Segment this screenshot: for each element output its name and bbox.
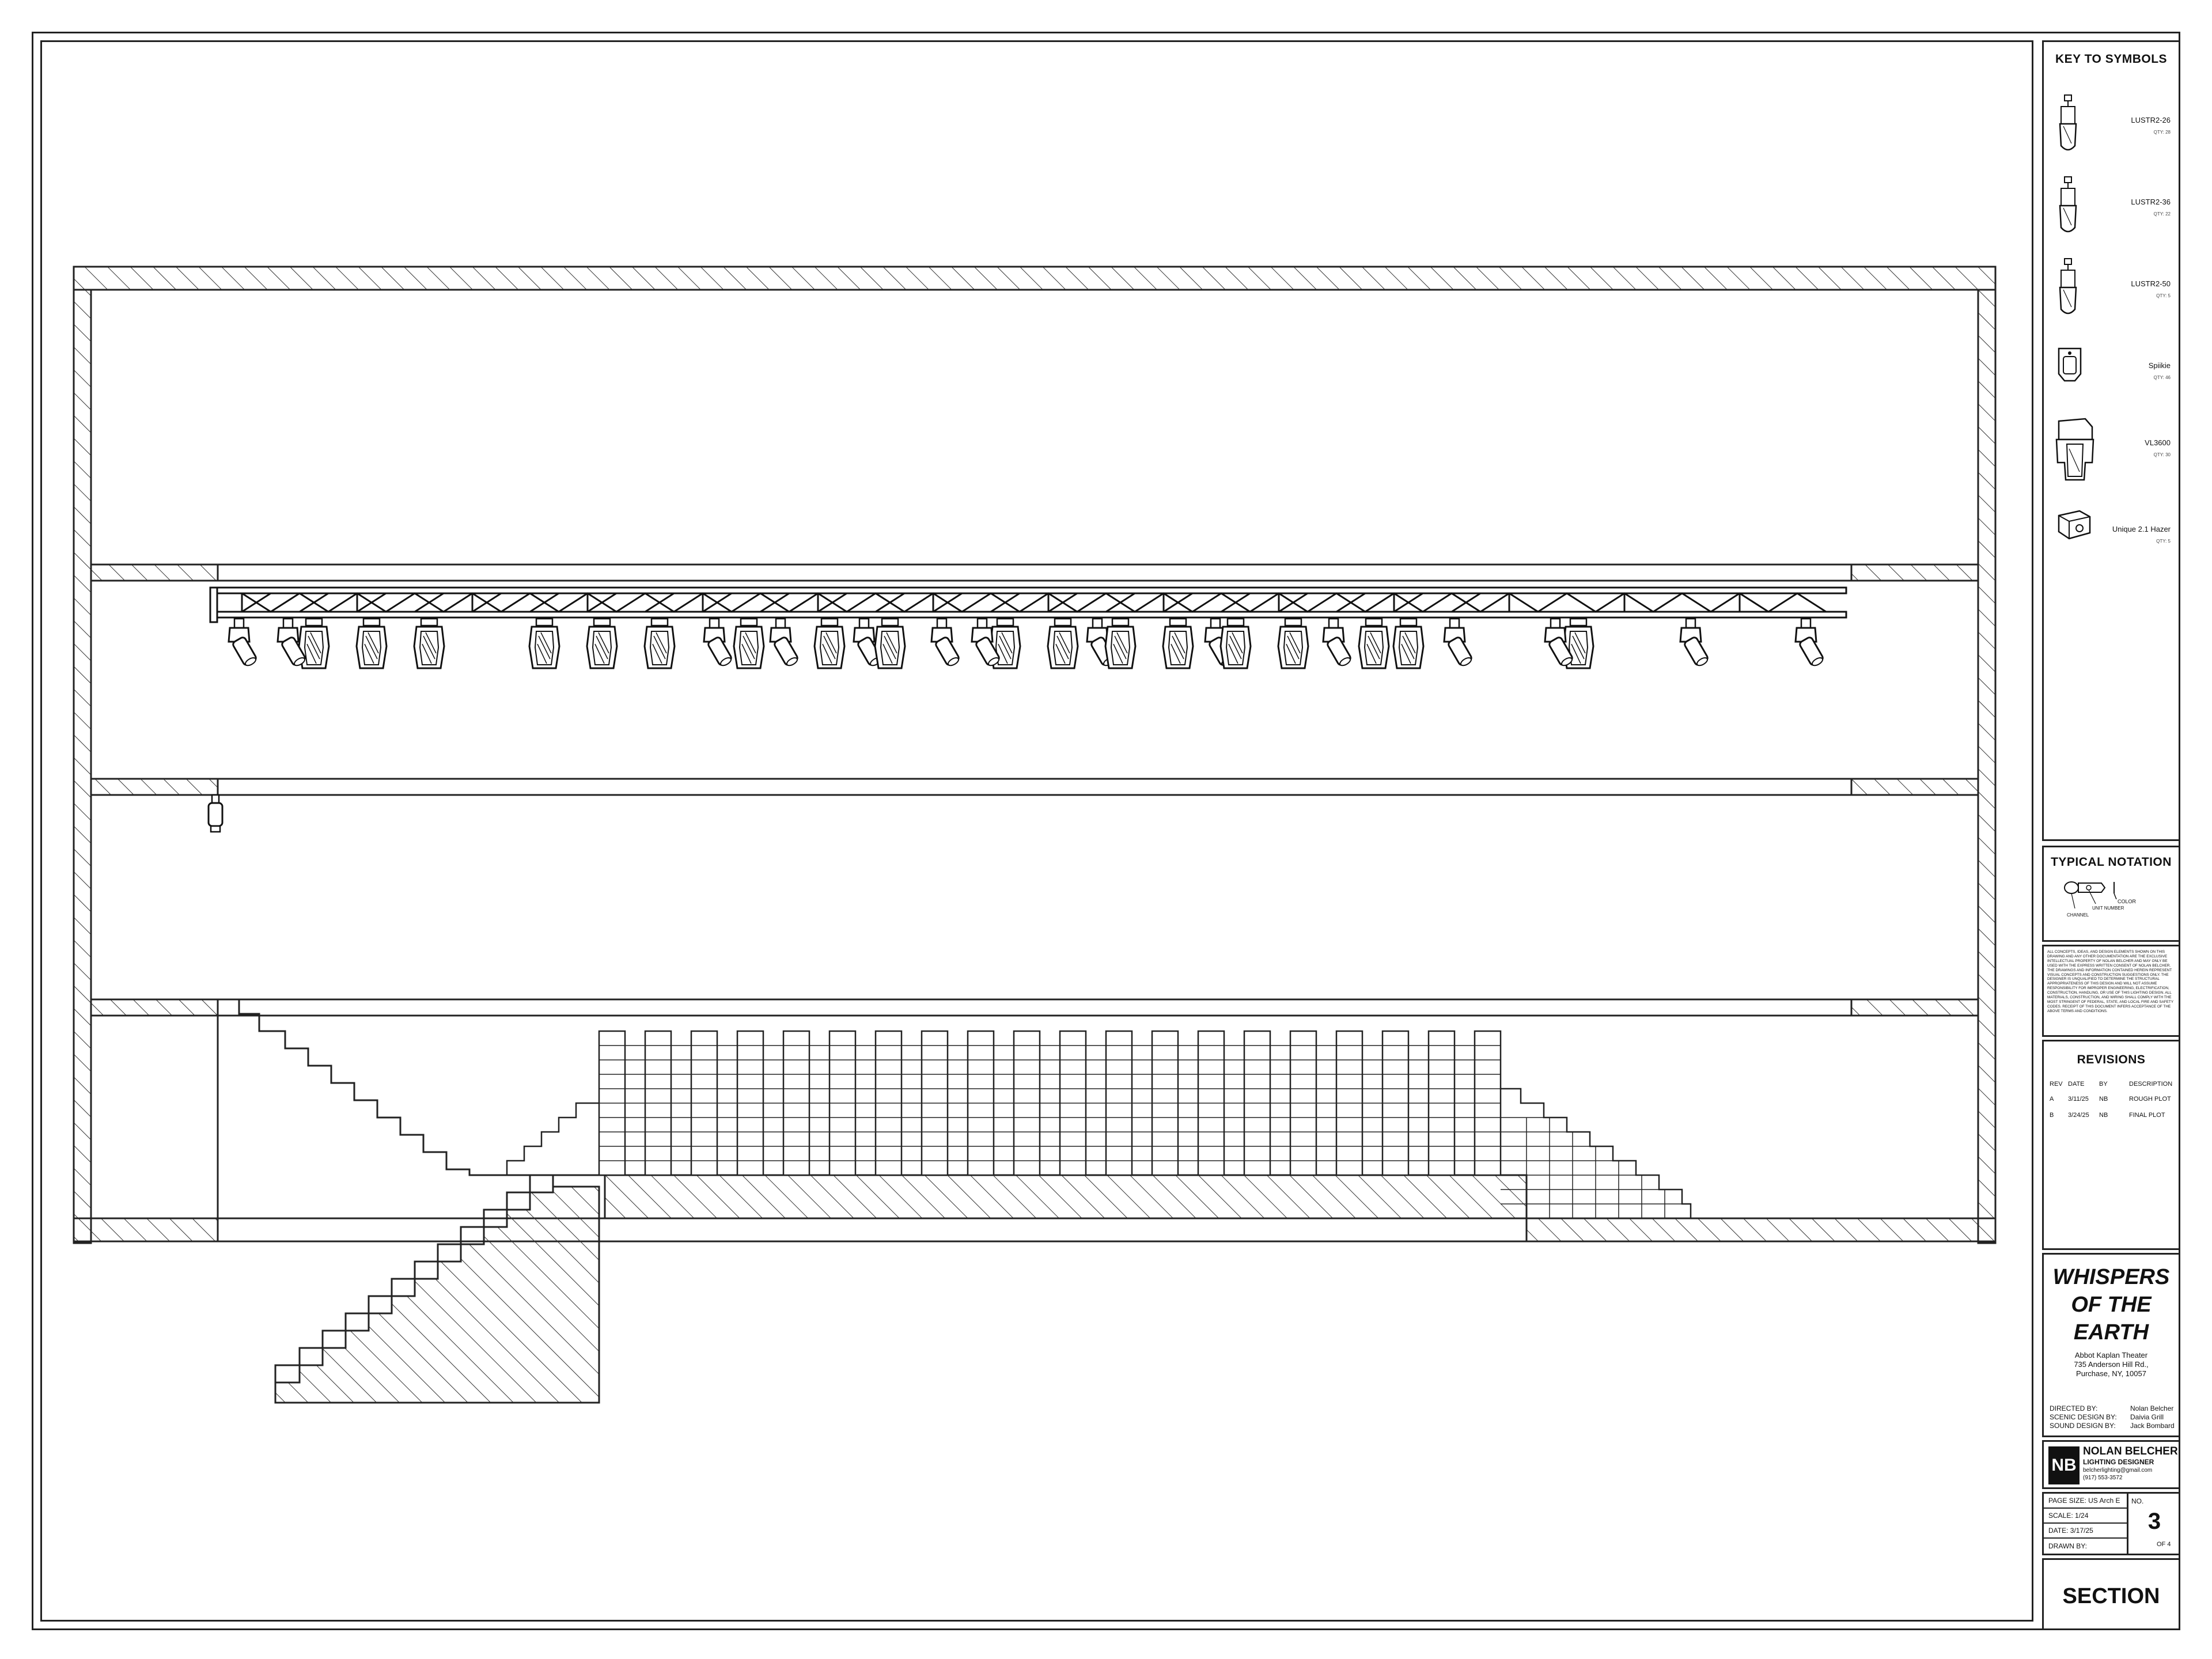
- credit-role: SCENIC DESIGN BY:: [2050, 1413, 2117, 1421]
- legend-item-qty: QTY: 22: [2153, 211, 2171, 217]
- rev-header-date: DATE: [2068, 1081, 2085, 1088]
- fixtures-row: [228, 618, 1826, 669]
- designer-name: NOLAN BELCHER: [2083, 1445, 2178, 1457]
- moving-head-fixture-icon: [2055, 418, 2094, 481]
- scale: SCALE: 1/24: [2048, 1512, 2089, 1520]
- lustr-fixture-icon: [2059, 94, 2077, 151]
- sheet-number: 3: [2147, 1509, 2161, 1534]
- legend-item-vl3600: VL3600 QTY: 30: [2044, 416, 2179, 497]
- revisions-title: REVISIONS: [2077, 1053, 2146, 1066]
- sheet-of: OF 4: [2157, 1541, 2171, 1548]
- legend-item-lustr2-50: LUSTR2-50 QTY: 5: [2044, 257, 2179, 338]
- rev-row-a-description: ROUGH PLOT: [2129, 1096, 2171, 1103]
- rev-row-a-by: NB: [2099, 1096, 2108, 1103]
- legend-item-name: LUSTR2-26: [2131, 116, 2171, 124]
- rev-row-b-rev: B: [2050, 1112, 2054, 1119]
- legend-item-lustr2-26: LUSTR2-26 QTY: 28: [2044, 94, 2179, 175]
- legend-item-name: Unique 2.1 Hazer: [2112, 525, 2171, 533]
- truss: [209, 586, 1847, 619]
- revisions-panel: REVISIONS REV DATE BY DESCRIPTION A 3/11…: [2042, 1040, 2180, 1250]
- rev-row-b-date: 3/24/25: [2068, 1112, 2089, 1119]
- notation-unit-number-label: UNIT NUMBER: [2092, 906, 2124, 911]
- lustr-fixture-icon: [2059, 258, 2077, 315]
- credit-role: SOUND DESIGN BY:: [2050, 1422, 2116, 1430]
- rev-header-description: DESCRIPTION: [2129, 1081, 2173, 1088]
- legend-item-name: LUSTR2-50: [2131, 279, 2171, 288]
- sheet-info-row-divider: [2044, 1537, 2127, 1539]
- hazer-icon: [2058, 510, 2091, 540]
- rev-header-rev: REV: [2050, 1081, 2063, 1088]
- rev-row-a-date: 3/11/25: [2068, 1096, 2089, 1103]
- legend-item-hazer: Unique 2.1 Hazer QTY: 5: [2044, 503, 2179, 584]
- drawn-by: DRAWN BY:: [2048, 1542, 2087, 1550]
- rev-row-a-rev: A: [2050, 1096, 2054, 1103]
- notation-color-label: COLOR: [2118, 899, 2137, 904]
- legend-item-lustr2-36: LUSTR2-36 QTY: 22: [2044, 176, 2179, 256]
- show-title-line-2: OF THE: [2071, 1293, 2152, 1317]
- designer-role: LIGHTING DESIGNER: [2083, 1458, 2154, 1466]
- rev-row-b-by: NB: [2099, 1112, 2108, 1119]
- legend-item-qty: QTY: 30: [2153, 452, 2171, 457]
- venue-address-1: 735 Anderson Hill Rd.,: [2074, 1360, 2149, 1369]
- designer-panel: NB NOLAN BELCHER LIGHTING DESIGNER belch…: [2042, 1440, 2180, 1489]
- sheet-no-label: NO.: [2131, 1497, 2144, 1505]
- legend-item-name: Spiikie: [2148, 361, 2171, 370]
- rev-row-b-description: FINAL PLOT: [2129, 1112, 2165, 1119]
- legend-item-spiikie: Spiikie QTY: 46: [2044, 339, 2179, 420]
- rev-header-by: BY: [2099, 1081, 2108, 1088]
- sheet-info-row-divider: [2044, 1522, 2127, 1524]
- credit-name: Jack Bombard: [2130, 1422, 2175, 1430]
- credit-role: DIRECTED BY:: [2050, 1404, 2098, 1412]
- page-size: PAGE SIZE: US Arch E: [2048, 1497, 2120, 1505]
- disclaimer-panel: ALL CONCEPTS, IDEAS, AND DESIGN ELEMENTS…: [2042, 945, 2180, 1037]
- venue-name: Abbot Kaplan Theater: [2074, 1351, 2148, 1359]
- notation-fixture-icon: [2064, 881, 2117, 909]
- show-title-line-3: EARTH: [2073, 1320, 2149, 1344]
- sheet-date: DATE: 3/17/25: [2048, 1527, 2093, 1535]
- sheet-info-divider: [2127, 1494, 2128, 1554]
- legend-item-name: VL3600: [2145, 438, 2171, 447]
- designer-logo: NB: [2048, 1446, 2080, 1484]
- key-to-symbols-title: KEY TO SYMBOLS: [2055, 52, 2168, 66]
- credit-name: Nolan Belcher: [2130, 1404, 2174, 1412]
- spiikie-fixture-icon: [2058, 347, 2082, 382]
- designer-phone: (917) 553-3572: [2083, 1475, 2123, 1481]
- production-title-panel: WHISPERS OF THE EARTH Abbot Kaplan Theat…: [2042, 1253, 2180, 1437]
- typical-notation-title: TYPICAL NOTATION: [2051, 855, 2172, 869]
- sheet-name-panel: SECTION: [2042, 1558, 2180, 1630]
- legend-item-qty: QTY: 46: [2153, 375, 2171, 380]
- key-to-symbols-panel: KEY TO SYMBOLS LUSTR2-26 QTY: 28 LUSTR2-…: [2042, 40, 2180, 841]
- sheet-info-panel: PAGE SIZE: US Arch E SCALE: 1/24 DATE: 3…: [2042, 1492, 2180, 1555]
- notation-channel-label: CHANNEL: [2067, 912, 2089, 918]
- legend-item-qty: QTY: 28: [2153, 130, 2171, 135]
- credit-name: Daivia Grill: [2130, 1413, 2164, 1421]
- legend-item-name: LUSTR2-36: [2131, 198, 2171, 206]
- show-title-line-1: WHISPERS: [2052, 1265, 2170, 1289]
- venue-address-2: Purchase, NY, 10057: [2076, 1369, 2146, 1378]
- legend-item-qty: QTY: 5: [2156, 293, 2171, 298]
- theater-section-drawing: [73, 266, 1997, 1404]
- legend-item-qty: QTY: 5: [2156, 539, 2171, 544]
- lustr-fixture-icon: [2059, 176, 2077, 233]
- designer-email: belcherlighting@gmail.com: [2083, 1467, 2153, 1474]
- disclaimer-text: ALL CONCEPTS, IDEAS, AND DESIGN ELEMENTS…: [2047, 950, 2173, 1013]
- typical-notation-panel: TYPICAL NOTATION COLOR UNIT NUMBER CHANN…: [2042, 846, 2180, 942]
- sheet-info-row-divider: [2044, 1508, 2127, 1509]
- sheet-name: SECTION: [2062, 1584, 2160, 1608]
